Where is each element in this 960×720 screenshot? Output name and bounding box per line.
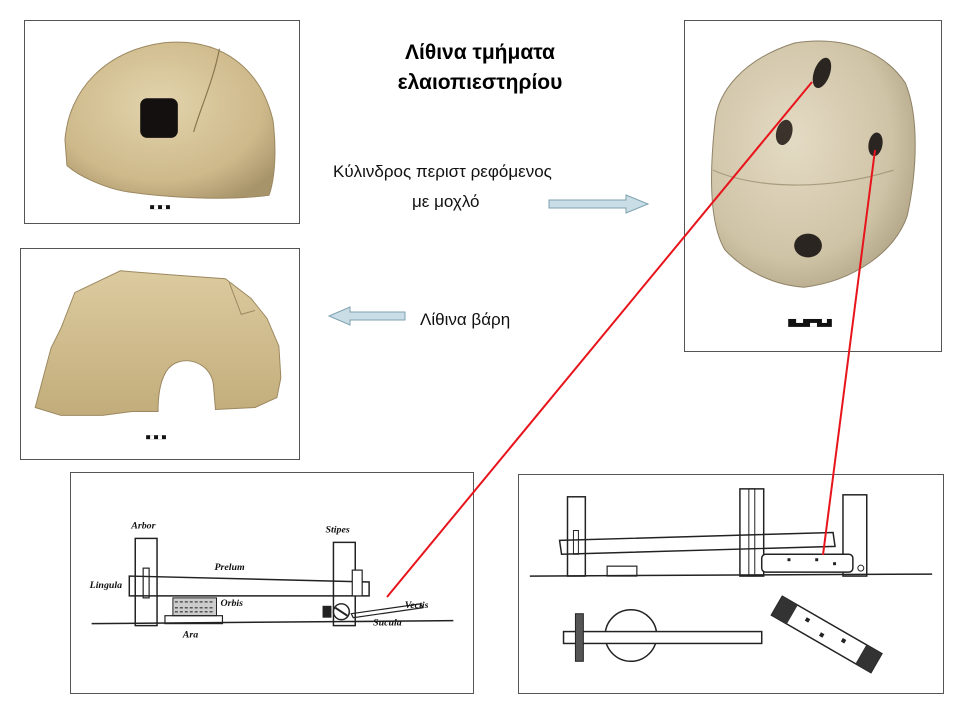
label-lingula: Lingula <box>89 580 122 591</box>
photo-stone-cylinder <box>684 20 942 352</box>
caption-weights: Λίθινα βάρη <box>420 310 511 329</box>
label-arbor: Arbor <box>130 520 155 531</box>
label-orbis: Orbis <box>220 598 243 609</box>
photo-stone-weight-square-hole <box>24 20 300 224</box>
label-vectis: Vectis <box>405 600 429 611</box>
title-line-1: Λίθινα τμήματα <box>405 41 555 64</box>
label-prelum: Prelum <box>215 562 246 573</box>
caption-cylinder-line-1: Κύλινδρος περιστ ρεφόμενος <box>333 162 552 181</box>
photo-stone-weight-arched <box>20 248 300 460</box>
title-line-2: ελαιοπιεστηρίου <box>397 71 563 94</box>
label-ara: Ara <box>182 630 198 641</box>
label-stipes: Stipes <box>326 524 350 535</box>
caption-cylinder-line-2: με μοχλό <box>412 192 480 211</box>
slide-title: Λίθινα τμήματα ελαιοπιεστηρίου <box>330 38 630 98</box>
diagram-olive-press-top <box>518 474 944 694</box>
label-sucula: Sucula <box>373 618 402 629</box>
diagram-olive-press-side: Arbor Stipes Prelum Lingula Orbis Vectis… <box>70 472 474 694</box>
arrow-right-icon <box>548 194 650 214</box>
arrow-left-icon <box>328 306 406 326</box>
